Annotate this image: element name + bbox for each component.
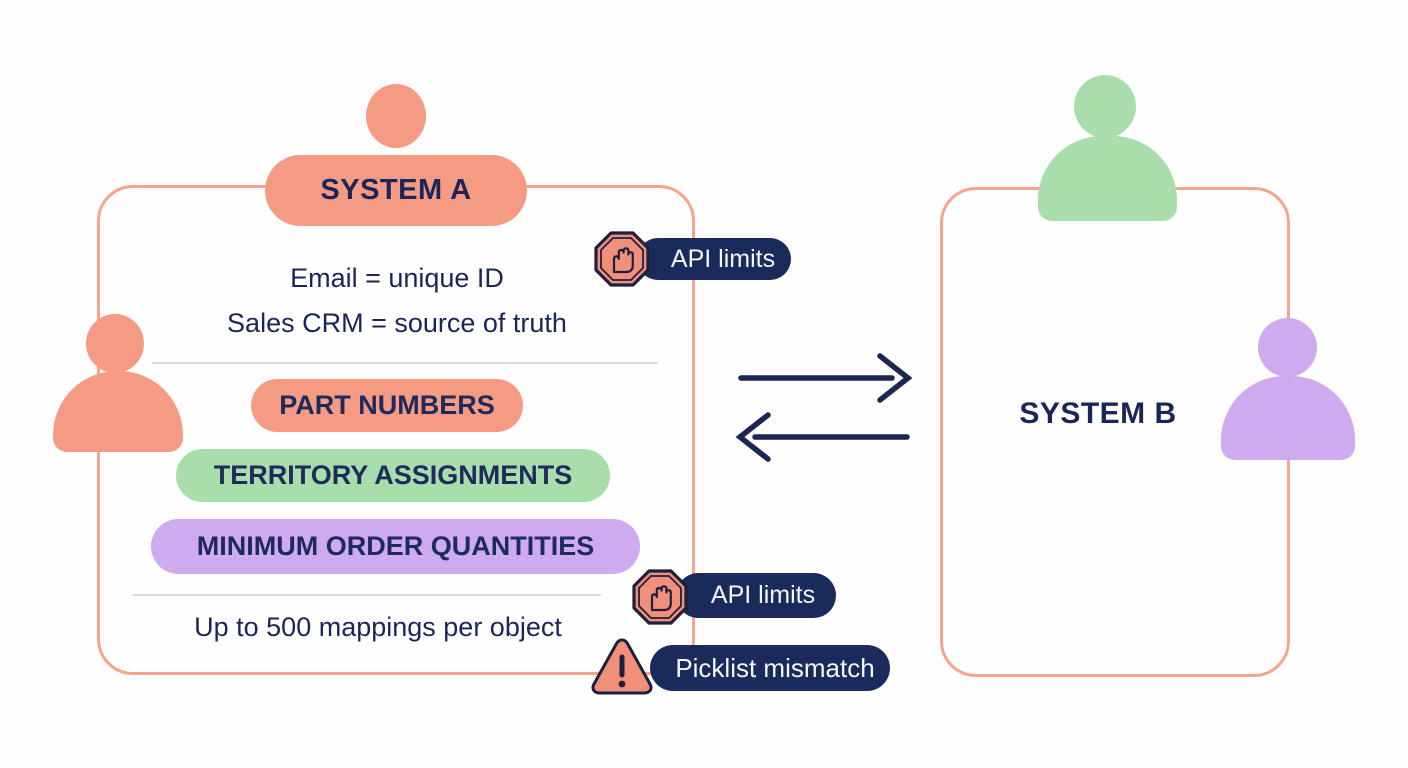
system-a-title: SYSTEM A (265, 155, 527, 226)
person-icon-system-b-top-head (1074, 75, 1136, 138)
sync-arrows (735, 353, 913, 462)
arrow-left-head (735, 412, 771, 462)
person-icon-system-a-left-head (86, 314, 144, 373)
divider-top (152, 362, 658, 364)
system-a-title-label: SYSTEM A (320, 174, 472, 206)
system-a-fact-2: Sales CRM = source of truth (227, 308, 567, 338)
system-a-fact-1: Email = unique ID (290, 263, 504, 293)
badge-picklist-mismatch: Picklist mismatch (650, 645, 890, 691)
pill-part-numbers-label: PART NUMBERS (279, 390, 495, 420)
badge-api-limits-bottom-label: API limits (710, 581, 816, 609)
pill-part-numbers: PART NUMBERS (251, 379, 523, 432)
system-a-footnote: Up to 500 mappings per object (194, 612, 562, 642)
arrow-right-head (877, 353, 913, 403)
pill-territory-assignments: TERRITORY ASSIGNMENTS (176, 449, 610, 502)
badge-picklist-mismatch-label: Picklist mismatch (675, 652, 875, 683)
warning-triangle-icon (591, 638, 653, 695)
pill-territory-assignments-label: TERRITORY ASSIGNMENTS (213, 460, 573, 490)
person-icon-system-a-top (366, 84, 426, 148)
person-icon-system-b-top-body (1038, 136, 1177, 221)
badge-api-limits-top-label: API limits (670, 244, 776, 273)
divider-bottom (133, 594, 601, 596)
system-b-title: SYSTEM B (1019, 397, 1177, 430)
badge-api-limits-bottom: API limits (676, 573, 836, 618)
badge-api-limits-top: API limits (637, 238, 791, 280)
pill-minimum-order-quantities-label: MINIMUM ORDER QUANTITIES (196, 531, 595, 561)
stop-hand-icon (594, 231, 650, 287)
pill-minimum-order-quantities: MINIMUM ORDER QUANTITIES (151, 519, 640, 574)
person-icon-system-b-right-head (1258, 318, 1317, 377)
stop-hand-icon (632, 569, 688, 625)
